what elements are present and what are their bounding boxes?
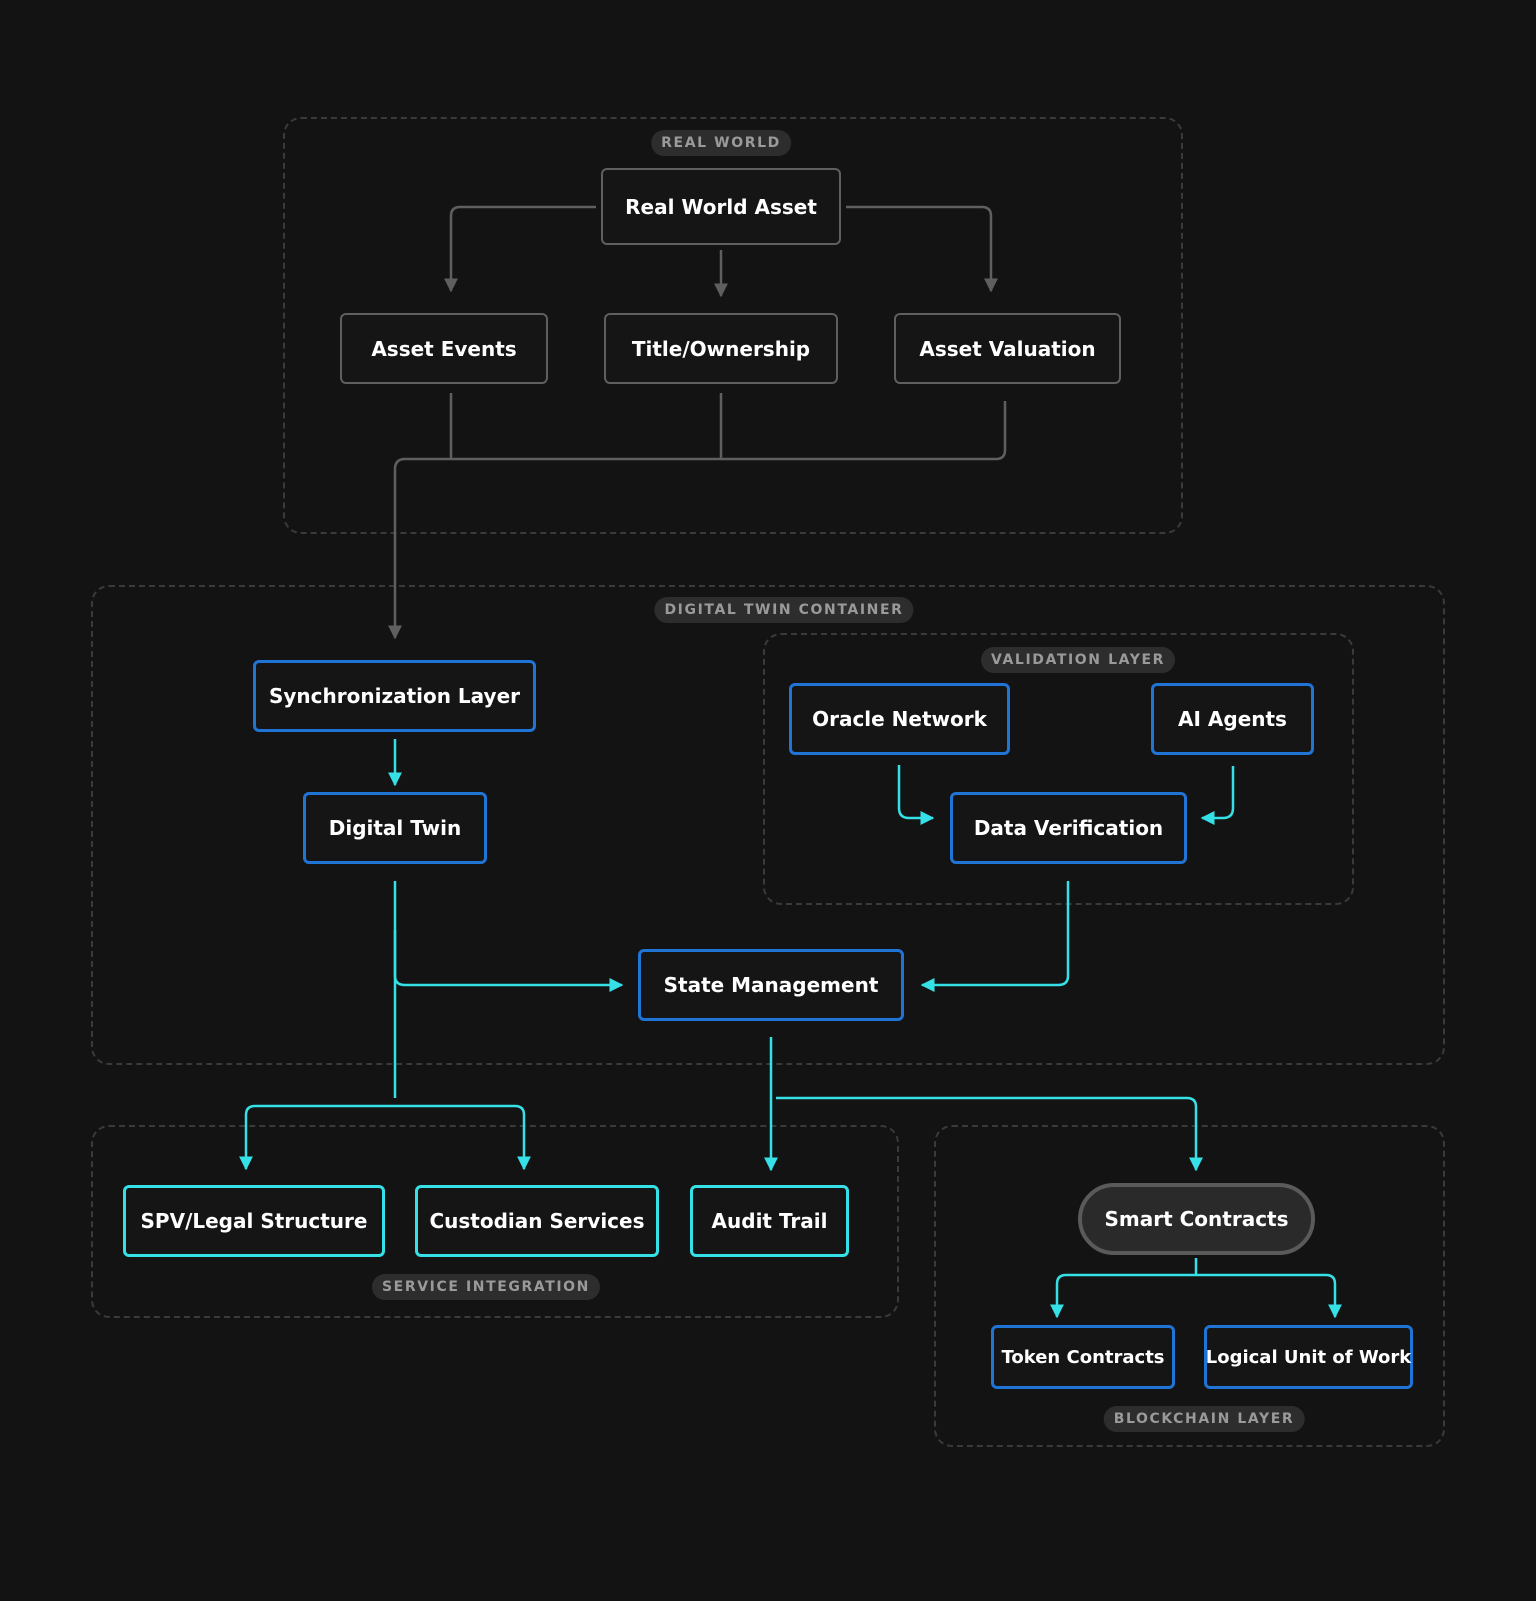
node-title-ownership[interactable]: Title/Ownership xyxy=(604,313,838,384)
label-validation-layer: VALIDATION LAYER xyxy=(981,647,1175,673)
node-smart-contracts[interactable]: Smart Contracts xyxy=(1078,1183,1315,1255)
label-blockchain-layer: BLOCKCHAIN LAYER xyxy=(1103,1406,1305,1432)
label-service-integration: SERVICE INTEGRATION xyxy=(371,1274,601,1300)
node-token-contracts[interactable]: Token Contracts xyxy=(991,1325,1175,1389)
label-real-world: REAL WORLD xyxy=(651,130,791,156)
node-data-verification[interactable]: Data Verification xyxy=(950,792,1187,864)
node-logical-unit-of-work[interactable]: Logical Unit of Work xyxy=(1204,1325,1413,1389)
node-asset-valuation[interactable]: Asset Valuation xyxy=(894,313,1121,384)
group-validation-layer xyxy=(763,633,1354,905)
node-spv-legal-structure[interactable]: SPV/Legal Structure xyxy=(123,1185,385,1257)
node-ai-agents[interactable]: AI Agents xyxy=(1151,683,1314,755)
node-state-management[interactable]: State Management xyxy=(638,949,904,1021)
node-asset-events[interactable]: Asset Events xyxy=(340,313,548,384)
node-real-world-asset[interactable]: Real World Asset xyxy=(601,168,841,245)
node-custodian-services[interactable]: Custodian Services xyxy=(415,1185,659,1257)
node-digital-twin[interactable]: Digital Twin xyxy=(303,792,487,864)
label-digital-twin-container: DIGITAL TWIN CONTAINER xyxy=(654,597,914,623)
group-blockchain-layer xyxy=(934,1125,1445,1447)
node-synchronization-layer[interactable]: Synchronization Layer xyxy=(253,660,536,732)
node-audit-trail[interactable]: Audit Trail xyxy=(690,1185,849,1257)
node-oracle-network[interactable]: Oracle Network xyxy=(789,683,1010,755)
